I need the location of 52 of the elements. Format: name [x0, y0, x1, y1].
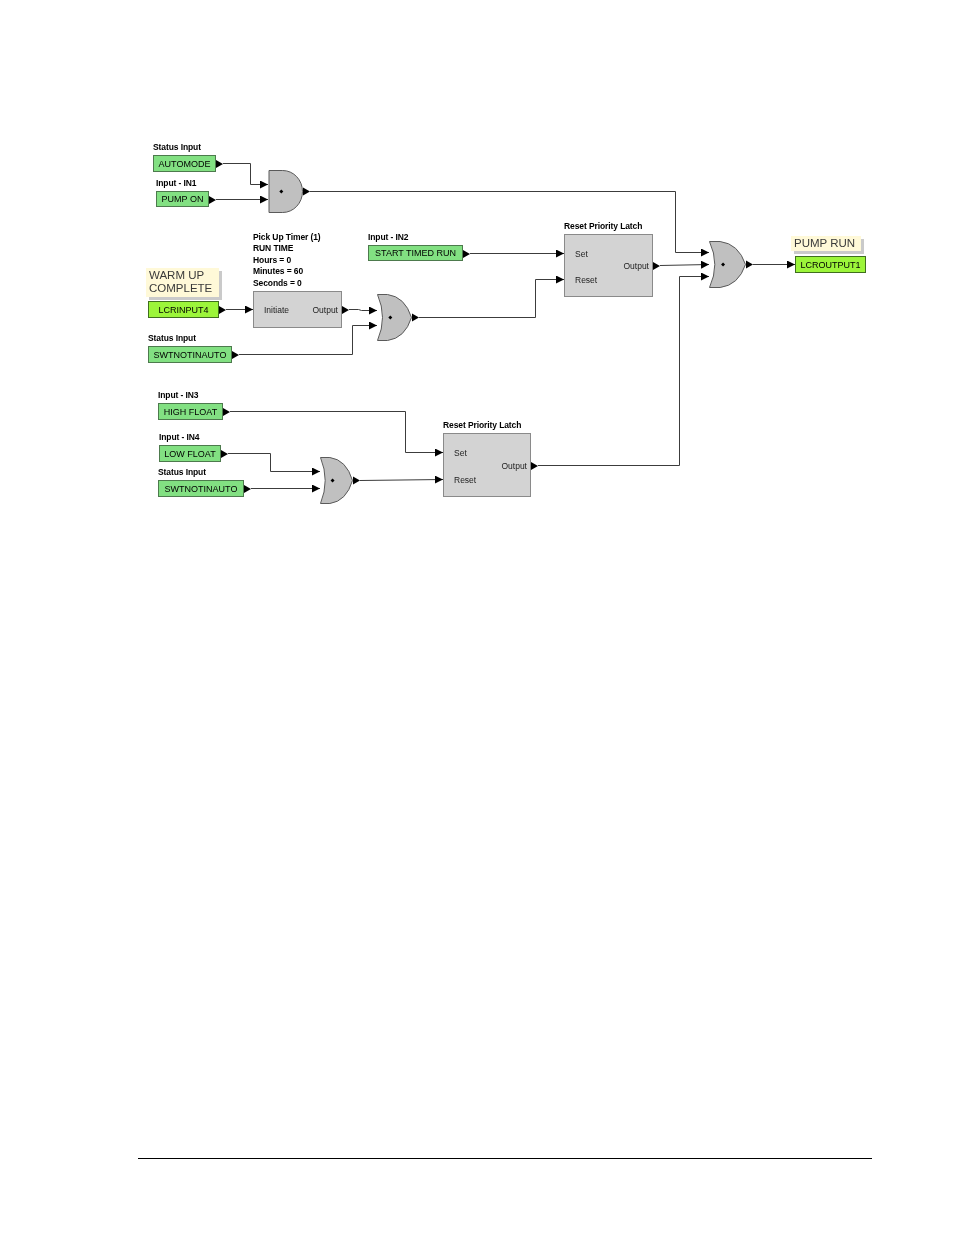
- signal-line: [418, 275, 565, 318]
- io-tag: LCROUTPUT1: [795, 256, 866, 273]
- signal-line: [359, 475, 444, 484]
- block-title: Reset Priority Latch: [443, 419, 522, 431]
- input-type-label: Input - IN2: [368, 231, 409, 243]
- signal-line: [659, 260, 710, 269]
- signal-line: [537, 272, 710, 466]
- port-label: Output: [312, 304, 338, 315]
- signal-line: [250, 484, 321, 493]
- signal-line: [215, 195, 269, 204]
- io-tag: LCRINPUT4: [148, 301, 219, 318]
- port-label: Initiate: [264, 304, 290, 315]
- input-type-label: Input - IN1: [156, 177, 197, 189]
- or-gate: [709, 241, 753, 288]
- block-title: Pick Up Timer (1): [253, 231, 321, 243]
- port-label: Set: [575, 248, 588, 259]
- parameter-label: RUN TIME: [253, 243, 294, 255]
- input-tag: START TIMED RUN: [368, 245, 463, 261]
- signal-line: [227, 453, 321, 476]
- signal-line: [348, 306, 378, 315]
- signal-line: [469, 249, 565, 258]
- input-tag: HIGH FLOAT: [158, 403, 223, 420]
- port-label: Output: [623, 260, 649, 271]
- input-type-label: Input - IN3: [158, 389, 199, 401]
- input-type-label: Status Input: [158, 466, 206, 478]
- input-tag: AUTOMODE: [153, 155, 216, 172]
- signal-line: [238, 321, 378, 355]
- port-label: Reset: [454, 474, 477, 485]
- port-label: Output: [501, 460, 527, 471]
- signal-line: [222, 163, 269, 189]
- input-tag: LOW FLOAT: [159, 445, 221, 462]
- and-gate: [268, 170, 310, 213]
- input-tag: SWTNOTINAUTO: [158, 480, 244, 497]
- signal-line: [225, 305, 254, 314]
- input-type-label: Status Input: [148, 332, 196, 344]
- input-type-label: Status Input: [153, 141, 201, 153]
- or-gate: [377, 294, 419, 341]
- note-box: WARM UP COMPLETE: [146, 268, 222, 300]
- input-type-label: Input - IN4: [159, 431, 200, 443]
- parameter-label: Seconds = 0: [253, 277, 302, 289]
- parameter-label: Hours = 0: [253, 254, 292, 266]
- input-tag: SWTNOTINAUTO: [148, 346, 232, 363]
- port-label: Reset: [575, 274, 598, 285]
- or-gate: [320, 457, 360, 504]
- signal-line: [229, 411, 444, 457]
- block-title: Reset Priority Latch: [564, 220, 643, 232]
- signal-line: [309, 191, 710, 257]
- signal-line: [752, 260, 796, 269]
- parameter-label: Minutes = 60: [253, 266, 304, 278]
- note-box: PUMP RUN: [791, 236, 864, 254]
- input-tag: PUMP ON: [156, 191, 209, 207]
- port-label: Set: [454, 447, 467, 458]
